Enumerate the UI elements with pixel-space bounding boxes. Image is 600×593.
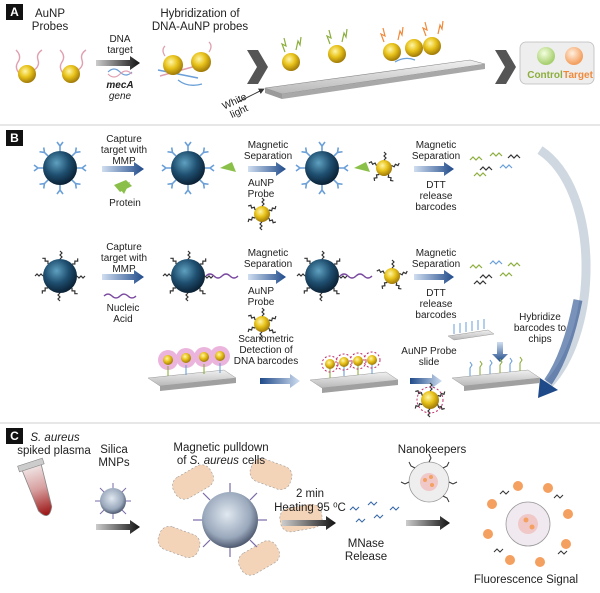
two-min-label: 2 min <box>295 488 325 500</box>
mag-sep-label-1: Magnetic Separation <box>243 140 293 162</box>
slide-hybridized <box>451 356 541 391</box>
nucleic-acid-label: Nucleic Acid <box>106 303 140 325</box>
mnase-strands <box>349 501 400 523</box>
nanokeeper <box>400 453 458 503</box>
control-dot <box>537 47 555 65</box>
dna-target-label: DNA target <box>107 34 133 56</box>
barcodes-1 <box>469 152 521 177</box>
s-aureus-italic: S. aureus <box>189 455 239 467</box>
mmp-antibody-2 <box>161 141 215 195</box>
control-label: Control <box>527 70 563 81</box>
panel-label-c: C <box>6 428 23 444</box>
hybridization-label: Hybridization of DNA-AuNP probes <box>151 8 249 33</box>
dtt-release-label-1: DTT release barcodes <box>415 180 457 213</box>
slide-scanometric <box>147 346 237 391</box>
spiked-plasma-label: spiked plasma <box>17 445 91 457</box>
capture-mmp-label-2: Capture target with MMP <box>100 242 148 275</box>
aunp-probe-a2 <box>59 49 87 83</box>
mag-sep-label-4: Magnetic Separation <box>411 248 461 270</box>
aunp-probe-label-2: AuNP Probe <box>247 286 275 308</box>
aunp-probe-label-1: AuNP Probe <box>247 178 275 200</box>
mmp-dna-1 <box>34 250 86 302</box>
target-dot <box>565 47 583 65</box>
aunp-probes-label: AuNP Probes <box>31 8 69 33</box>
mmp-antibody-3 <box>295 141 349 195</box>
aunp-probe-slide-particle <box>413 382 447 418</box>
panel-label-a: A <box>6 4 23 20</box>
slide-probes <box>280 20 444 71</box>
s-aureus-label: S. aureus <box>30 432 80 444</box>
protein-label: Protein <box>109 198 141 209</box>
hybridize-label: Hybridize barcodes to chips <box>513 312 567 345</box>
barcodes-2 <box>469 260 521 285</box>
panel-label-b: B <box>6 130 23 146</box>
gene-label: gene <box>108 91 132 102</box>
hybridized-cluster <box>157 41 212 86</box>
panel-a-graphics <box>15 20 595 103</box>
panel-c-graphics <box>17 453 573 576</box>
mmp-dna-3 <box>296 250 348 302</box>
aunp-probe-slide-label: AuNP Probe slide <box>401 346 457 368</box>
mmp-dna-2 <box>162 250 214 302</box>
mmp-antibody-1 <box>33 141 87 195</box>
dtt-release-label-2: DTT release barcodes <box>415 288 457 321</box>
nanokeepers-label: Nanokeepers <box>397 444 467 456</box>
silica-mnps-label: Silica MNPs <box>98 444 130 469</box>
meca-label: mecA <box>106 80 134 91</box>
fluorescence-label: Fluorescence Signal <box>473 574 579 586</box>
aunp-probe-b1 <box>246 197 278 231</box>
aunp-probe-a1 <box>15 49 43 83</box>
pulldown-cluster <box>157 458 323 576</box>
nucleic-acid-strand <box>103 293 137 299</box>
cells-text: cells <box>238 455 266 467</box>
scanometric-label: Scanometric Detection of DNA barcodes <box>233 334 299 367</box>
silica-mnp-small <box>95 483 131 519</box>
fluorescence-cluster <box>483 481 573 567</box>
slide-with-probes <box>309 351 399 393</box>
mag-sep-label-2: Magnetic Separation <box>411 140 461 162</box>
panel-b-graphics <box>33 141 591 418</box>
magnetic-pulldown-label: Magnetic pulldown <box>173 442 269 454</box>
pulldown-cells-label: of S. aureus cells <box>156 455 286 468</box>
aunp-probe-b2 <box>246 307 278 341</box>
heating-label: Heating 95 ⁰C <box>274 502 346 514</box>
mnase-release-label: MNase Release <box>344 538 388 563</box>
of-text: of <box>176 455 190 467</box>
mag-sep-label-3: Magnetic Separation <box>243 248 293 270</box>
sample-tube <box>17 457 53 516</box>
target-label: Target <box>563 70 593 81</box>
capture-mmp-label-1: Capture target with MMP <box>100 134 148 167</box>
